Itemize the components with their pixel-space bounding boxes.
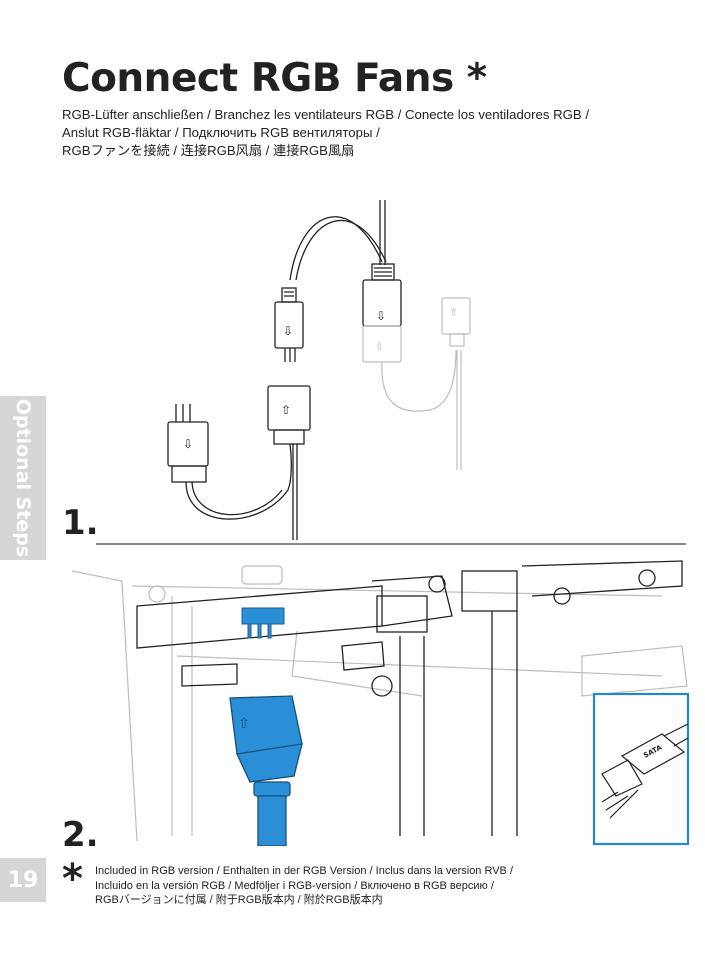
footnote-line: Included in RGB version / Enthalten in d…	[95, 865, 514, 877]
svg-text:⇩: ⇩	[376, 309, 386, 323]
svg-text:⇩: ⇩	[283, 324, 293, 338]
footnote-text: Included in RGB version / Enthalten in d…	[95, 864, 615, 908]
rgb-splitter-illustration: ⇩ ⇩ ⇧ ⇧ ⇩ ⇧	[167, 200, 471, 540]
step-1-divider	[96, 543, 686, 545]
footnote-asterisk: *	[62, 856, 83, 902]
page-number: 19	[0, 858, 46, 902]
svg-text:⇧: ⇧	[449, 306, 458, 319]
subtitle-line: RGB-Lüfter anschließen / Branchez les ve…	[62, 107, 590, 122]
motherboard-header-illustration: ⇧ SATA	[71, 560, 690, 846]
subtitle-translations: RGB-Lüfter anschließen / Branchez les ve…	[62, 106, 662, 160]
optional-steps-label: Optional Steps	[12, 398, 34, 558]
svg-text:⇧: ⇧	[238, 716, 250, 732]
svg-text:⇩: ⇩	[183, 437, 193, 451]
footnote-line: Incluido en la versión RGB / Medföljer i…	[95, 879, 494, 892]
step-1-number: 1.	[62, 503, 99, 543]
svg-text:⇧: ⇧	[281, 403, 291, 417]
subtitle-line: RGBファンを接続 / 连接RGB风扇 / 連接RGB風扇	[62, 143, 355, 158]
footnote-line: RGBバージョンに付属 / 附于RGB版本内 / 附於RGB版本内	[95, 894, 383, 906]
svg-text:⇧: ⇧	[375, 340, 384, 353]
optional-steps-tab: Optional Steps	[0, 396, 46, 560]
page-title: Connect RGB Fans *	[62, 56, 487, 101]
subtitle-line: Anslut RGB-fläktar / Подключить RGB вент…	[62, 125, 380, 140]
step-2-number: 2.	[62, 815, 99, 855]
